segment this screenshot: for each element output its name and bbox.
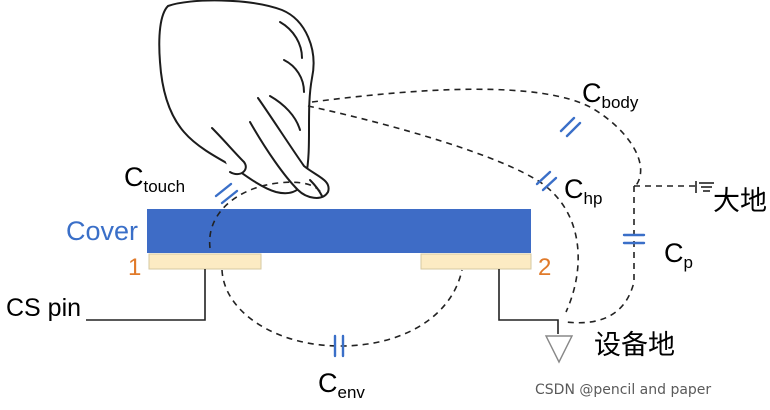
earth-ground-symbol bbox=[695, 181, 714, 193]
cover-label: Cover bbox=[66, 216, 139, 246]
electrode-pad-2 bbox=[420, 253, 532, 270]
c-env-label: Cenv bbox=[318, 368, 365, 402]
capacitor-c-body bbox=[559, 116, 582, 138]
capacitor-c-env bbox=[333, 334, 345, 358]
capacitor-c-hp bbox=[535, 170, 558, 192]
watermark: CSDN @pencil and paper bbox=[535, 382, 712, 398]
pad-2-label: 2 bbox=[538, 254, 552, 281]
earth-ground-label: 大地 bbox=[713, 186, 767, 217]
device-ground-label: 设备地 bbox=[594, 330, 675, 361]
capacitor-symbols bbox=[214, 116, 646, 358]
capacitor-c-p bbox=[622, 233, 646, 245]
c-p-label: Cp bbox=[664, 238, 693, 272]
device-ground-symbol bbox=[544, 335, 574, 364]
electrode-pad-1 bbox=[148, 253, 262, 270]
c-hp-label: Chp bbox=[564, 174, 603, 208]
cover-panel bbox=[147, 209, 531, 253]
pad-1-label: 1 bbox=[128, 254, 142, 281]
capacitor-c-touch bbox=[214, 182, 239, 205]
cs-pin-label: CS pin bbox=[6, 294, 82, 322]
capacitance-paths bbox=[208, 88, 696, 347]
circuit-wires bbox=[86, 269, 559, 334]
hand-illustration bbox=[158, 0, 330, 199]
c-touch-label: Ctouch bbox=[124, 162, 186, 196]
c-body-label: Cbody bbox=[582, 78, 639, 112]
